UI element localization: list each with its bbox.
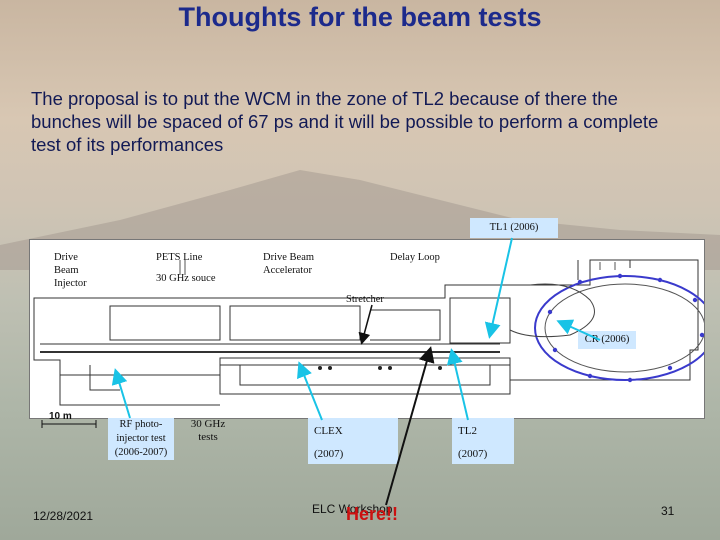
tl2-year-label: (2007)	[452, 444, 514, 464]
clex-label: CLEX	[308, 418, 398, 444]
ghz-tests-label: 30 GHz tests	[190, 418, 226, 443]
rf-photo-injector-label: RF photo-injector test (2006-2007)	[108, 418, 174, 460]
stretcher-arrow	[358, 304, 373, 345]
stretcher-label: Stretcher	[346, 294, 384, 305]
page-number: 31	[661, 504, 675, 518]
ctf3-layout-diagram	[29, 239, 716, 419]
tl2-arrow	[446, 348, 469, 421]
clex-arrow	[297, 361, 323, 421]
drive-beam-accelerator-label: Drive Beam Accelerator	[263, 252, 315, 276]
slide-body-text: The proposal is to put the WCM in the zo…	[31, 88, 659, 155]
slide-title: Thoughts for the beam tests	[178, 2, 542, 32]
cr-arrow	[556, 319, 601, 341]
here-annotation: Here!!	[346, 504, 399, 524]
footer-event: ELC Workshop	[312, 502, 393, 516]
clex-year-label: (2007)	[308, 444, 398, 464]
delay-loop-label: Delay Loop	[390, 252, 440, 263]
pets-line-label: PETS Line	[156, 252, 203, 263]
drive-beam-injector-label: Drive Beam Injector	[54, 252, 87, 289]
rf-photo-arrow	[111, 368, 131, 419]
here-arrow	[385, 346, 435, 506]
tl1-arrow	[484, 237, 513, 339]
ghz-source-label: 30 GHz souce	[156, 273, 216, 284]
cr-label: CR (2006)	[578, 331, 636, 349]
scale-bar-label: 10 m	[49, 411, 72, 422]
tl1-label: TL1 (2006)	[470, 218, 558, 238]
tl2-label: TL2	[452, 418, 514, 444]
footer-date: 12/28/2021	[33, 509, 94, 523]
